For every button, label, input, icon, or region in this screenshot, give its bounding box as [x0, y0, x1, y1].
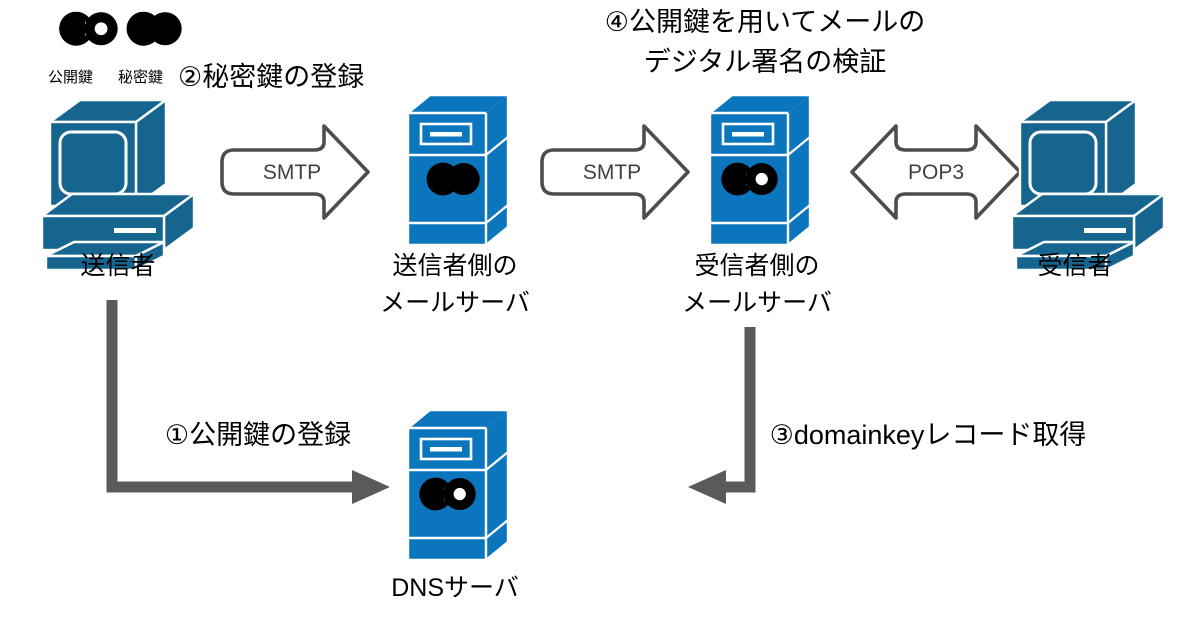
smtp-arrow-2-label: SMTP	[582, 161, 642, 184]
step-4-label-line1: ④公開鍵を用いてメールの	[604, 7, 926, 37]
step-2-label: ②秘密鍵の登録	[178, 62, 365, 92]
connector-sender-to-dns	[106, 300, 390, 504]
step-1-label: ①公開鍵の登録	[164, 420, 352, 450]
step-3-label: ③domainkeyレコード取得	[769, 420, 1087, 450]
sender-mail-server-label-line1: 送信者側の	[392, 252, 518, 280]
connector-receiver-server-to-dns	[688, 327, 756, 504]
server-icon-dns	[406, 408, 510, 562]
server-icon-receiver-mail	[708, 93, 812, 247]
desktop-computer-icon-sender	[40, 98, 196, 272]
desktop-computer-icon-receiver	[1010, 98, 1166, 272]
private-key-icon	[126, 11, 182, 46]
sender-mail-server-label-line2: メールサーバ	[380, 289, 530, 317]
pop3-arrow-label: POP3	[907, 161, 965, 184]
receiver-pc-label: 受信者	[1037, 252, 1113, 280]
receiver-mail-server-label-line2: メールサーバ	[682, 289, 832, 317]
step-4-label-line2: デジタル署名の検証	[643, 47, 887, 77]
public-key-icon	[59, 11, 118, 46]
dns-server-label: DNSサーバ	[391, 574, 519, 602]
public-key-label: 公開鍵	[48, 69, 94, 86]
sender-pc-label: 送信者	[80, 252, 156, 280]
receiver-mail-server-label-line1: 受信者側の	[694, 252, 820, 280]
server-icon-sender-mail	[406, 93, 510, 247]
smtp-arrow-1-label: SMTP	[262, 161, 322, 184]
private-key-label: 秘密鍵	[118, 69, 164, 86]
